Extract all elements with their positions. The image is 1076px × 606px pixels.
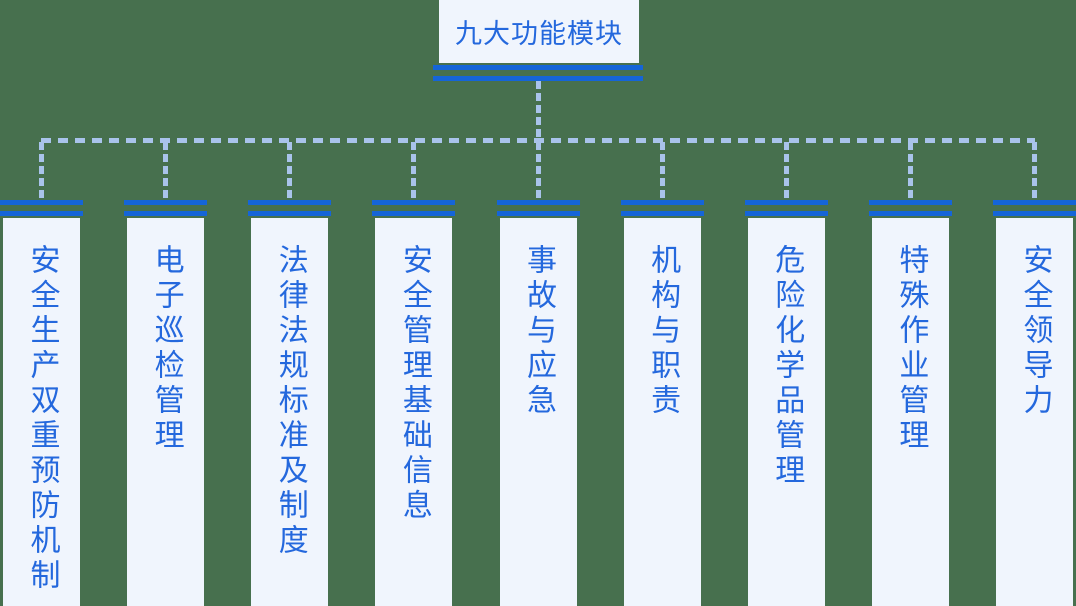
connector-drop-1 [39,142,44,200]
column-top-bar-2 [248,211,332,216]
module-box: 电子巡检管理 [127,218,205,606]
column-top-bar-2 [124,211,208,216]
root-underline-bar-top [433,65,643,70]
module-column-6: 机构与职责 [620,200,704,606]
connector-root-drop [536,81,541,138]
module-box: 安全生产双重预防机制 [3,218,80,606]
connector-horizontal-line [41,138,1035,143]
column-top-bar-1 [0,200,83,205]
connector-drop-3 [287,142,293,200]
module-column-9: 安全领导力 [993,200,1076,606]
connector-drop-5 [535,142,541,200]
module-box: 安全管理基础信息 [375,218,453,606]
connector-drop-6 [659,142,665,200]
column-top-bar-2 [372,211,456,216]
connector-drop-4 [411,142,417,200]
connector-drop-7 [783,142,789,200]
column-top-bar-1 [124,200,208,205]
module-box: 机构与职责 [623,218,701,606]
module-box: 特殊作业管理 [871,218,949,606]
column-top-bar-2 [620,211,704,216]
column-top-bar-2 [868,211,952,216]
module-label: 法律法规标准及制度 [273,244,307,559]
module-column-2: 电子巡检管理 [124,200,208,606]
column-top-bar-2 [744,211,828,216]
module-column-5: 事故与应急 [496,200,580,606]
connector-drop-9 [1032,142,1037,200]
module-box: 安全领导力 [996,218,1073,606]
connector-drop-8 [907,142,913,200]
module-column-8: 特殊作业管理 [868,200,952,606]
module-columns: 安全生产双重预防机制 电子巡检管理 法律法规标准及制度 安全管理基础信息 [0,200,1076,606]
column-top-bar-1 [744,200,828,205]
connector-drop-2 [163,142,169,200]
column-top-bar-2 [496,211,580,216]
module-label: 安全领导力 [1018,244,1052,419]
module-label: 机构与职责 [646,244,680,419]
root-node-label: 九大功能模块 [455,19,623,49]
column-top-bar-1 [248,200,332,205]
module-column-4: 安全管理基础信息 [372,200,456,606]
module-label: 安全管理基础信息 [397,244,431,524]
column-top-bar-2 [993,211,1076,216]
column-top-bar-1 [372,200,456,205]
module-column-7: 危险化学品管理 [744,200,828,606]
column-top-bar-1 [620,200,704,205]
module-label: 安全生产双重预防机制 [25,244,59,594]
module-box: 法律法规标准及制度 [251,218,329,606]
module-label: 危险化学品管理 [770,244,804,489]
module-box: 危险化学品管理 [747,218,825,606]
column-top-bar-1 [868,200,952,205]
column-top-bar-1 [993,200,1076,205]
module-label: 特殊作业管理 [894,244,928,454]
column-top-bar-2 [0,211,83,216]
module-box: 事故与应急 [499,218,577,606]
module-column-3: 法律法规标准及制度 [248,200,332,606]
module-label: 电子巡检管理 [149,244,183,454]
module-column-1: 安全生产双重预防机制 [0,200,83,606]
column-top-bar-1 [496,200,580,205]
module-label: 事故与应急 [522,244,555,419]
root-node: 九大功能模块 [439,0,639,63]
root-underline-bar-bottom [433,76,643,81]
